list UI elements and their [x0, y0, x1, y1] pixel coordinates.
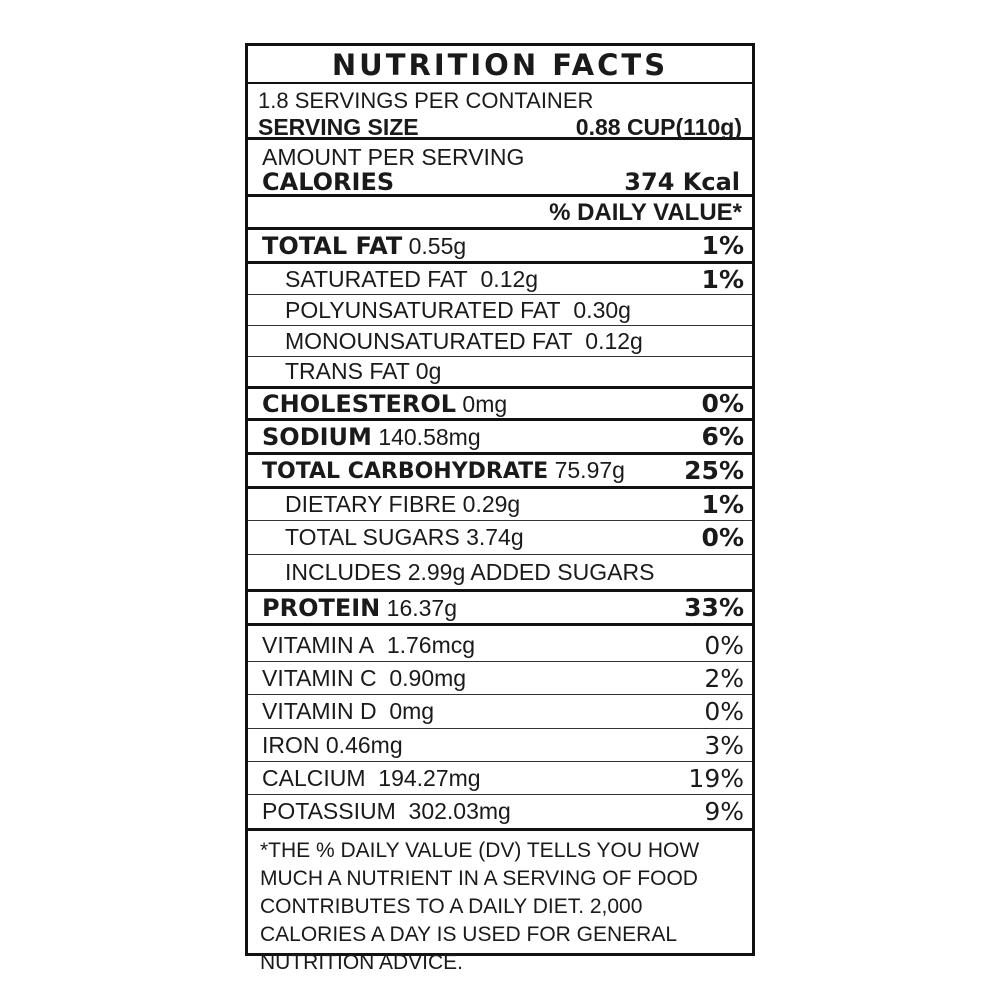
vitamin-amount: 0.46mg — [325, 731, 403, 758]
vitamin-name: IRON — [262, 731, 320, 758]
calories-value: 374 Kcal — [624, 168, 740, 196]
nutrient-name: MONOUNSATURATED FAT — [285, 327, 573, 354]
nutrient-dv: 1% — [701, 490, 744, 519]
nutrient-name: PROTEIN — [262, 593, 381, 622]
nutrient-amount: 0g — [415, 358, 442, 384]
vitamin-amount: 194.27mg — [378, 764, 481, 791]
vitamin-amount: 0mg — [389, 698, 435, 724]
nutrient-name: TRANS FAT — [285, 358, 410, 384]
amount-per-serving: AMOUNT PER SERVING — [262, 144, 525, 170]
nutrient-amount: 75.97g — [554, 457, 625, 483]
nutrient-row-monounsaturated-fat: MONOUNSATURATED FAT 0.12g — [248, 326, 752, 357]
nutrient-row-added-sugars: INCLUDES 2.99g ADDED SUGARS — [248, 555, 752, 592]
nutrient-dv: 33% — [684, 593, 744, 622]
nutrient-row-cholesterol: CHOLESTEROL 0mg 0% — [248, 389, 752, 421]
nutrient-row-dietary-fibre: DIETARY FIBRE 0.29g 1% — [248, 489, 752, 521]
vitamin-name: CALCIUM — [262, 764, 366, 791]
nutrient-dv: 0% — [701, 523, 744, 552]
nutrient-name: TOTAL CARBOHYDRATE — [262, 459, 549, 484]
nutrient-dv: 0% — [701, 389, 744, 418]
nutrient-amount: 0.55g — [408, 232, 467, 259]
serving-size-value: 0.88 CUP(110g) — [575, 114, 742, 140]
nutrition-label: NUTRITION FACTS 1.8 SERVINGS PER CONTAIN… — [245, 43, 755, 974]
daily-value-footnote: *THE % DAILY VALUE (DV) TELLS YOU HOW MU… — [260, 839, 700, 974]
nutrient-dv: 25% — [684, 456, 744, 485]
vitamin-name: POTASSIUM — [262, 798, 396, 824]
nutrient-row-saturated-fat: SATURATED FAT 0.12g 1% — [248, 264, 752, 295]
nutrient-amount: 0.29g — [462, 491, 521, 517]
nutrient-row-polyunsaturated-fat: POLYUNSATURATED FAT 0.30g — [248, 295, 752, 326]
nutrient-dv: 1% — [701, 264, 744, 294]
nutrient-amount: 140.58mg — [378, 423, 481, 450]
serving-section: 1.8 SERVINGS PER CONTAINER SERVING SIZE … — [248, 84, 752, 140]
nutrient-row-total-sugars: TOTAL SUGARS 3.74g 0% — [248, 521, 752, 555]
vitamin-name: VITAMIN A — [262, 631, 375, 658]
calories-label: CALORIES — [262, 168, 395, 196]
vitamin-name: VITAMIN C — [262, 664, 377, 691]
nutrient-name: DIETARY FIBRE — [285, 491, 457, 517]
nutrient-name: CHOLESTEROL — [262, 389, 457, 418]
vitamin-name: VITAMIN D — [262, 698, 377, 724]
vitamin-amount: 302.03mg — [408, 798, 511, 824]
vitamin-dv: 3% — [704, 730, 744, 760]
calories-section: AMOUNT PER SERVING CALORIES 374 Kcal — [248, 140, 752, 197]
nutrient-amount: 0.12g — [585, 327, 643, 354]
nutrient-amount: 16.37g — [386, 594, 458, 621]
vitamin-dv: 0% — [704, 630, 744, 660]
nutrient-dv: 1% — [701, 231, 744, 260]
nutrient-amount: 0.12g — [480, 265, 539, 292]
nutrient-amount: 0mg — [462, 390, 508, 417]
vitamin-row-c: VITAMIN C 0.90mg 2% — [248, 662, 752, 695]
vitamin-dv: 2% — [704, 663, 744, 693]
nutrient-name: SODIUM — [262, 422, 372, 451]
vitamin-row-calcium: CALCIUM 194.27mg 19% — [248, 762, 752, 795]
label-title: NUTRITION FACTS — [248, 46, 752, 84]
nutrient-amount: 3.74g — [466, 524, 524, 550]
serving-size-label: SERVING SIZE — [258, 114, 419, 140]
nutrient-amount: 0.30g — [573, 296, 631, 323]
vitamins-section: VITAMIN A 1.76mcg 0% VITAMIN C 0.90mg 2%… — [248, 629, 752, 831]
nutrient-name: TOTAL FAT — [262, 231, 403, 260]
serving-size-row: SERVING SIZE 0.88 CUP(110g) — [258, 114, 742, 140]
vitamin-amount: 1.76mcg — [386, 631, 476, 658]
vitamin-dv: 19% — [688, 763, 744, 793]
nutrient-row-total-fat: TOTAL FAT 0.55g 1% — [248, 230, 752, 264]
nutrient-row-trans-fat: TRANS FAT 0g — [248, 357, 752, 389]
vitamin-row-potassium: POTASSIUM 302.03mg 9% — [248, 795, 752, 828]
vitamin-dv: 0% — [704, 697, 744, 726]
vitamin-dv: 9% — [704, 797, 744, 826]
vitamin-amount: 0.90mg — [389, 664, 467, 691]
vitamin-row-a: VITAMIN A 1.76mcg 0% — [248, 629, 752, 662]
nutrient-name: POLYUNSATURATED FAT — [285, 296, 561, 323]
vitamin-row-d: VITAMIN D 0mg 0% — [248, 695, 752, 729]
nutrient-name: INCLUDES 2.99g ADDED SUGARS — [285, 558, 655, 585]
vitamin-row-iron: IRON 0.46mg 3% — [248, 729, 752, 762]
nutrient-name: TOTAL SUGARS — [285, 524, 460, 550]
nutrient-dv: 6% — [701, 422, 744, 451]
nutrient-row-protein: PROTEIN 16.37g 33% — [248, 592, 752, 626]
nutrient-name: SATURATED FAT — [285, 265, 468, 292]
calories-row: CALORIES 374 Kcal — [262, 170, 740, 195]
daily-value-header: % DAILY VALUE* — [248, 197, 752, 230]
nutrient-row-sodium: SODIUM 140.58mg 6% — [248, 421, 752, 455]
nutrient-row-total-carbohydrate: TOTAL CARBOHYDRATE 75.97g 25% — [248, 455, 752, 489]
servings-per-container: 1.8 SERVINGS PER CONTAINER — [258, 88, 594, 113]
